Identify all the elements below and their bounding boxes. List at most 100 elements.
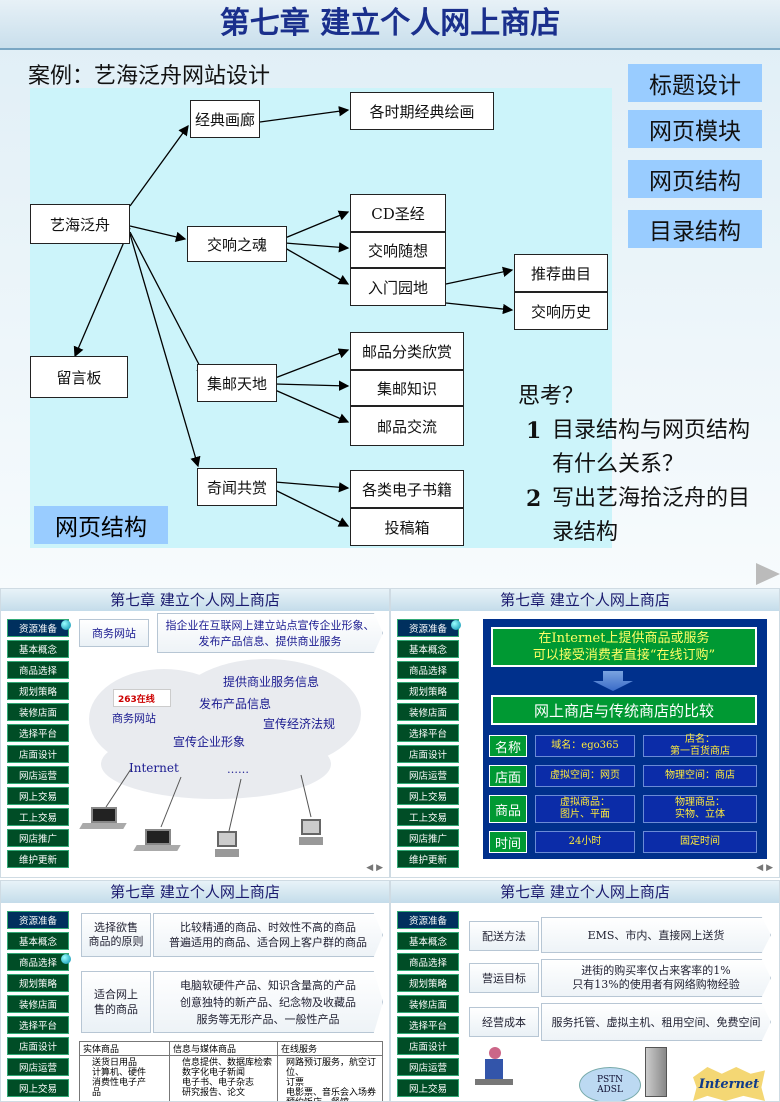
online-store-def: 在Internet上提供商品或服务 可以接受消费者直接“在线订购” — [491, 627, 757, 667]
internet-burst: Internet — [693, 1067, 765, 1101]
nav-item[interactable]: 规划策略 — [7, 682, 69, 700]
concept-label: 商务网站 — [79, 619, 149, 647]
nav-item[interactable]: 网上交易 — [397, 1079, 459, 1097]
cost-text: 服务托管、虚拟主机、租用空间、免费空间 — [541, 1003, 771, 1041]
nav-item[interactable]: 网店推广 — [397, 829, 459, 847]
cloud-text: 提供商业服务信息 — [223, 675, 320, 689]
nav-item[interactable]: 网上交易 — [7, 1079, 69, 1097]
q2-number: 2 — [526, 486, 542, 512]
online-value: 虚拟空间：网页 — [535, 765, 635, 787]
nav-item[interactable]: 网上交易 — [397, 787, 459, 805]
active-dot-icon — [61, 954, 71, 964]
nav-item[interactable]: 商品选择 — [397, 661, 459, 679]
nav-item[interactable]: 资源准备 — [7, 911, 69, 929]
nav-item[interactable]: 资源准备 — [7, 619, 69, 637]
next-slide-icon[interactable] — [756, 563, 780, 585]
node-root: 艺海泛舟 — [30, 204, 130, 244]
nav-item[interactable]: 店面设计 — [7, 745, 69, 763]
think-panel: 思考？ 1 目录结构与网页结构有什么关系？ 2 写出艺海拾泛舟的目录结构 — [518, 380, 768, 550]
nav-item[interactable]: 规划策略 — [397, 682, 459, 700]
slide-title: 第七章 建立个人网上商店 — [391, 589, 779, 611]
nav-item[interactable]: 商品选择 — [397, 953, 459, 971]
nav-item[interactable]: 选择平台 — [7, 1016, 69, 1034]
nav-item[interactable]: 网上交易 — [7, 787, 69, 805]
nav-item[interactable]: 选择平台 — [397, 724, 459, 742]
table-cell: 信息提供、数据库检索 数字化电子新闻 电子书、电子杂志 研究报告、论文 — [170, 1056, 278, 1101]
compare-title: 网上商店与传统商店的比较 — [491, 695, 757, 725]
nav-item[interactable]: 资源准备 — [397, 911, 459, 929]
pstn-adsl-cloud: PSTN ADSL — [579, 1067, 641, 1101]
goal-text: 进街的购买率仅占来客率的1% 只有13%的使用者有网络购物经验 — [541, 959, 771, 997]
nav-item[interactable]: 装修店面 — [397, 995, 459, 1013]
nav-item[interactable]: 工上交易 — [397, 808, 459, 826]
concept-desc: 指企业在互联网上建立站点宣传企业形象、发布产品信息、提供商业服务 — [157, 613, 383, 653]
compare-panel: 在Internet上提供商品或服务 可以接受消费者直接“在线订购” 网上商店与传… — [483, 619, 767, 859]
goods-table: 实体商品 信息与媒体商品 在线服务 送货日用品 计算机、硬件 消费性电子产 品 … — [79, 1041, 383, 1101]
slide-nav-arrows-icon[interactable]: ◀ ▶ — [756, 863, 773, 873]
node-lishi: 交响历史 — [514, 292, 608, 330]
nav-item[interactable]: 基本概念 — [397, 932, 459, 950]
node-liuyan: 留言板 — [30, 356, 128, 398]
cloud-text: Internet — [129, 761, 179, 775]
nav-item[interactable]: 资源准备 — [397, 619, 459, 637]
node-jiyou-jl: 邮品交流 — [350, 406, 464, 446]
server-icon — [645, 1047, 667, 1097]
table-cell: 送货日用品 计算机、硬件 消费性电子产 品 — [80, 1056, 170, 1101]
side-button-dir-structure[interactable]: 目录结构 — [628, 210, 762, 248]
node-tuijian: 推荐曲目 — [514, 254, 608, 292]
nav-item[interactable]: 装修店面 — [7, 995, 69, 1013]
slide-title: 第七章 建立个人网上商店 — [1, 881, 389, 903]
cloud-text: 宣传经济法规 — [263, 717, 336, 731]
slide-title: 第七章 建立个人网上商店 — [1, 589, 389, 611]
traditional-value: 物理商品： 实物、立体 — [643, 795, 757, 823]
nav-item[interactable]: 店面设计 — [397, 1037, 459, 1055]
nav-item[interactable]: 装修店面 — [7, 703, 69, 721]
nav-item[interactable]: 装修店面 — [397, 703, 459, 721]
nav-item[interactable]: 基本概念 — [7, 640, 69, 658]
active-dot-icon — [61, 620, 71, 630]
node-jiyou: 集邮天地 — [197, 364, 277, 402]
traditional-value: 固定时间 — [643, 831, 757, 853]
nav-item[interactable]: 店面设计 — [397, 745, 459, 763]
nav-item[interactable]: 工上交易 — [7, 808, 69, 826]
nav-item[interactable]: 规划策略 — [7, 974, 69, 992]
q1-number: 1 — [526, 418, 542, 444]
row-key: 商品 — [489, 795, 527, 823]
side-button-title-design[interactable]: 标题设计 — [628, 64, 762, 102]
side-button-page-structure[interactable]: 网页结构 — [628, 160, 762, 198]
table-header-cell: 信息与媒体商品 — [170, 1042, 278, 1055]
nav-item[interactable]: 网店运营 — [7, 766, 69, 784]
online-value: 虚拟商品： 图片、平面 — [535, 795, 635, 823]
think-q1: 1 目录结构与网页结构有什么关系？ — [518, 414, 768, 482]
nav-item[interactable]: 规划策略 — [397, 974, 459, 992]
nav-item[interactable]: 网店运营 — [397, 1058, 459, 1076]
row-key: 店面 — [489, 765, 527, 787]
nav-item[interactable]: 基本概念 — [7, 932, 69, 950]
principle-label: 选择欲售 商品的原则 — [81, 913, 151, 957]
nav-item[interactable]: 维护更新 — [7, 850, 69, 868]
nav-item[interactable]: 维护更新 — [397, 850, 459, 868]
nav-item[interactable]: 网店推广 — [7, 829, 69, 847]
node-jiyou-zs: 集邮知识 — [350, 370, 464, 406]
table-header-cell: 在线服务 — [281, 1045, 318, 1055]
node-jingdian: 经典画廊 — [190, 100, 260, 138]
bottom-label: 网页结构 — [34, 506, 168, 544]
nav-item[interactable]: 选择平台 — [7, 724, 69, 742]
nav-item[interactable]: 选择平台 — [397, 1016, 459, 1034]
desktop-icon — [299, 819, 323, 847]
nav-item[interactable]: 网店运营 — [7, 1058, 69, 1076]
slide-nav-arrows-icon[interactable]: ◀ ▶ — [366, 863, 383, 873]
nav-item[interactable]: 店面设计 — [7, 1037, 69, 1055]
side-button-page-module[interactable]: 网页模块 — [628, 110, 762, 148]
nav-menu: 资源准备 基本概念 商品选择 规划策略 装修店面 选择平台 店面设计 网店运营 … — [7, 619, 69, 871]
desktop-icon — [215, 831, 239, 859]
principle-text: 比较精通的商品、时效性不高的商品 普遍适用的商品、适合网上客户群的商品 — [153, 913, 383, 957]
node-jiaoxiang: 交响之魂 — [187, 226, 287, 262]
node-jingdian-child: 各时期经典绘画 — [350, 92, 494, 130]
slide-store-compare: 第七章 建立个人网上商店 资源准备 基本概念 商品选择 规划策略 装修店面 选择… — [390, 588, 780, 878]
nav-item[interactable]: 商品选择 — [7, 953, 69, 971]
nav-item[interactable]: 商品选择 — [7, 661, 69, 679]
nav-item[interactable]: 基本概念 — [397, 640, 459, 658]
nav-item[interactable]: 网店运营 — [397, 766, 459, 784]
cloud-text: …… — [227, 763, 249, 776]
